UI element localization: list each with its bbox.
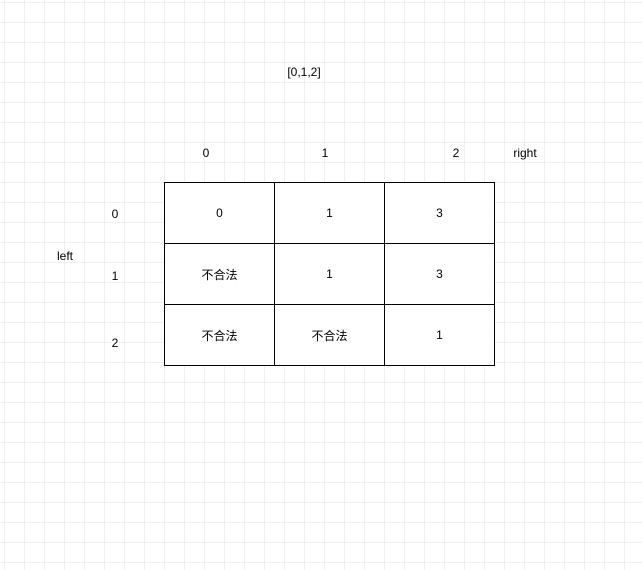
left-axis-label: left xyxy=(56,249,74,263)
row-index-1: 1 xyxy=(111,269,119,283)
table-row: 不合法 1 3 xyxy=(164,243,495,305)
table-cell: 3 xyxy=(384,182,495,244)
table-cell: 1 xyxy=(274,182,385,244)
dp-table: 0 1 3 不合法 1 3 不合法 不合法 1 xyxy=(164,182,495,366)
table-cell: 3 xyxy=(384,243,495,305)
table-cell: 不合法 xyxy=(274,304,385,366)
table-row: 不合法 不合法 1 xyxy=(164,304,495,366)
table-cell: 1 xyxy=(274,243,385,305)
column-index-0: 0 xyxy=(202,146,210,160)
table-cell: 0 xyxy=(164,182,275,244)
table-cell: 不合法 xyxy=(164,243,275,305)
table-row: 0 1 3 xyxy=(164,182,495,244)
row-index-0: 0 xyxy=(111,207,119,221)
column-index-1: 1 xyxy=(321,146,329,160)
right-axis-label: right xyxy=(513,146,537,160)
row-index-2: 2 xyxy=(111,336,119,350)
table-cell: 1 xyxy=(384,304,495,366)
array-label: [0,1,2] xyxy=(287,65,321,79)
column-index-2: 2 xyxy=(452,146,460,160)
table-cell: 不合法 xyxy=(164,304,275,366)
